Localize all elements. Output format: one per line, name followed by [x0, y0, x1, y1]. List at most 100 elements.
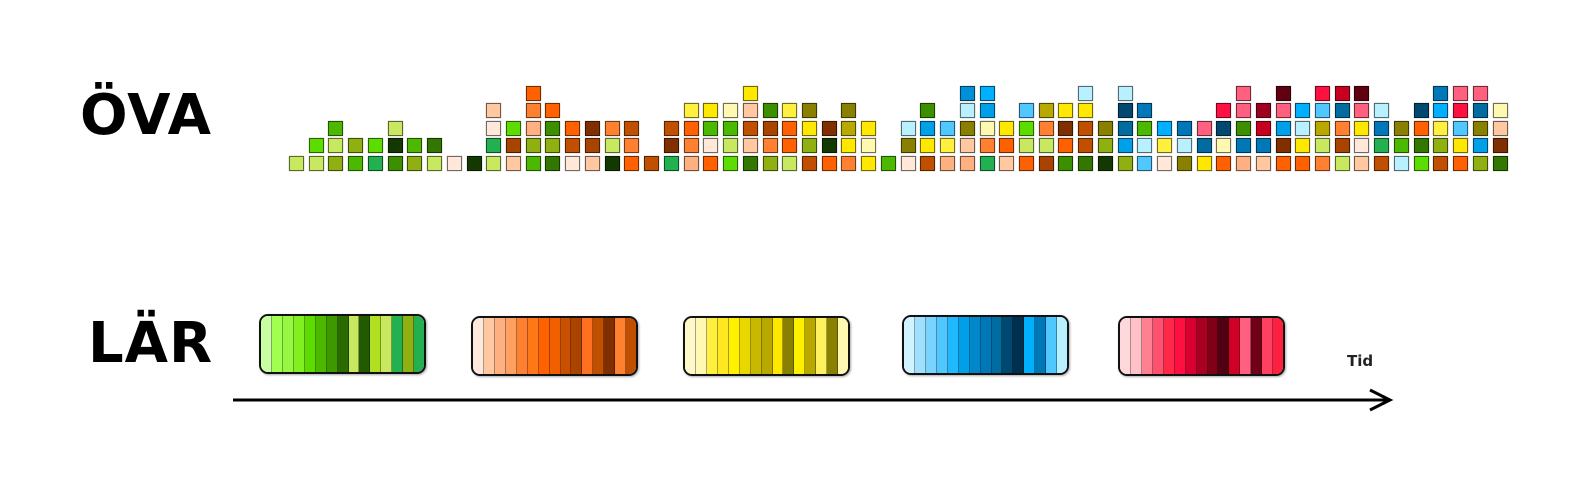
- practice-square: [900, 120, 916, 136]
- practice-square: [545, 120, 561, 136]
- practice-square: [367, 138, 383, 154]
- learn-stripe: [936, 317, 948, 373]
- practice-square: [723, 120, 739, 136]
- learn-stripe: [538, 318, 550, 374]
- practice-square: [1492, 103, 1508, 119]
- practice-square: [880, 156, 896, 171]
- practice-square: [1393, 138, 1409, 154]
- learn-stripe: [816, 318, 828, 374]
- learn-label: LÄR: [88, 311, 214, 376]
- practice-square: [644, 156, 660, 171]
- learn-stripe: [582, 318, 594, 374]
- practice-square: [446, 156, 462, 171]
- practice-square: [762, 138, 778, 154]
- practice-square: [1374, 156, 1390, 171]
- practice-square: [683, 156, 699, 171]
- learn-stripe: [827, 318, 839, 374]
- learn-stripe: [706, 318, 718, 374]
- practice-square: [584, 156, 600, 171]
- practice-square: [663, 120, 679, 136]
- practice-square: [1078, 85, 1094, 101]
- practice-square: [1137, 120, 1153, 136]
- practice-square: [1472, 138, 1488, 154]
- learn-stripe: [626, 318, 636, 374]
- practice-square: [1433, 103, 1449, 119]
- learn-stripe: [604, 318, 616, 374]
- practice-square: [1216, 120, 1232, 136]
- practice-square: [861, 138, 877, 154]
- practice-square: [1236, 85, 1252, 101]
- learn-stripe: [282, 316, 294, 372]
- practice-square: [782, 103, 798, 119]
- practice-square: [999, 138, 1015, 154]
- practice-square: [1354, 85, 1370, 101]
- practice-square: [525, 103, 541, 119]
- practice-square: [466, 156, 482, 171]
- practice-square: [1295, 120, 1311, 136]
- learn-stripe: [261, 316, 272, 372]
- learn-stripe: [761, 318, 773, 374]
- learn-stripe: [1229, 318, 1241, 374]
- practice-square: [703, 156, 719, 171]
- practice-square: [979, 103, 995, 119]
- practice-square: [762, 103, 778, 119]
- practice-square: [1453, 120, 1469, 136]
- learn-stripe: [958, 317, 970, 373]
- practice-square: [1472, 120, 1488, 136]
- practice-square: [525, 85, 541, 101]
- learn-stripe: [925, 317, 937, 373]
- practice-square: [1413, 156, 1429, 171]
- practice-square: [1196, 156, 1212, 171]
- practice-square: [1472, 103, 1488, 119]
- practice-square: [1255, 120, 1271, 136]
- practice-square: [1058, 138, 1074, 154]
- practice-square: [1236, 156, 1252, 171]
- practice-square: [525, 138, 541, 154]
- learn-stripe: [1141, 318, 1153, 374]
- practice-square: [1314, 138, 1330, 154]
- practice-square: [1097, 120, 1113, 136]
- practice-square: [1354, 138, 1370, 154]
- practice-square: [979, 138, 995, 154]
- practice-square: [920, 138, 936, 154]
- learn-stripe: [1174, 318, 1186, 374]
- practice-square: [762, 156, 778, 171]
- practice-square: [604, 120, 620, 136]
- learn-stripe: [348, 316, 360, 372]
- practice-square: [1334, 138, 1350, 154]
- learn-block-red: [1118, 316, 1285, 376]
- learn-stripe: [326, 316, 338, 372]
- practice-square: [1216, 103, 1232, 119]
- practice-square: [841, 120, 857, 136]
- practice-square: [1374, 138, 1390, 154]
- learn-stripe: [1057, 317, 1067, 373]
- practice-square: [1413, 103, 1429, 119]
- learn-block-green: [259, 314, 426, 374]
- practice-square: [920, 156, 936, 171]
- practice-square: [900, 138, 916, 154]
- learn-stripe: [381, 316, 393, 372]
- learn-block-yellow: [683, 316, 850, 376]
- practice-square: [1157, 138, 1173, 154]
- practice-square: [979, 85, 995, 101]
- practice-square: [841, 138, 857, 154]
- practice-square: [959, 138, 975, 154]
- learn-stripe: [717, 318, 729, 374]
- learn-stripe: [739, 318, 751, 374]
- practice-square: [486, 138, 502, 154]
- learn-stripe: [1002, 317, 1014, 373]
- practice-square: [1433, 120, 1449, 136]
- learn-stripe: [1152, 318, 1164, 374]
- learn-stripe: [783, 318, 795, 374]
- practice-square: [1275, 156, 1291, 171]
- practice-square: [742, 138, 758, 154]
- practice-square: [348, 156, 364, 171]
- practice-square: [1157, 120, 1173, 136]
- practice-square: [723, 156, 739, 171]
- practice-square: [1433, 156, 1449, 171]
- practice-square: [900, 156, 916, 171]
- practice-square: [624, 156, 640, 171]
- learn-stripe: [772, 318, 784, 374]
- practice-square: [821, 138, 837, 154]
- practice-square: [427, 138, 443, 154]
